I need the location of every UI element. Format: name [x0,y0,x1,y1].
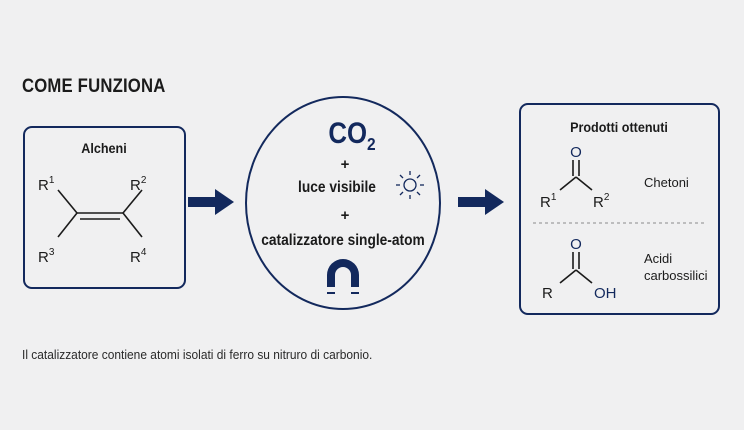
light-label: luce visibile [298,178,376,196]
products-heading: Prodotti ottenuti [570,119,668,135]
ketone-r1: R1 [540,192,557,211]
acid-name-line1: Acidi [644,251,672,266]
footnote: Il catalizzatore contiene atomi isolati … [22,347,373,362]
substituent-r4: R4 [130,247,147,266]
conditions-panel: CO2 + luce visibile + catalizzatore sing… [245,96,441,310]
substituent-r1: R1 [38,175,55,194]
co2-label: CO2 [328,116,375,154]
arrow-right-icon [458,189,504,215]
conditions-ellipse [245,96,441,310]
ketone-r2: R2 [593,192,610,211]
acid-r: R [542,285,553,302]
reactants-box [23,126,186,289]
acid-oh: OH [594,285,617,302]
reactants-heading: Alcheni [81,140,126,156]
products-panel: Prodotti ottenuti O R1 R2 Chetoni O R OH… [519,103,720,315]
arrow-right-icon [188,189,234,215]
plus-sign-1: + [341,156,350,173]
page-title: COME FUNZIONA [22,76,166,97]
products-box [519,103,720,315]
substituent-r2: R2 [130,175,147,194]
ketone-structure [559,160,593,191]
sun-icon [396,171,424,199]
ketone-name: Chetoni [644,175,689,190]
alkene-structure [57,189,143,238]
catalyst-label: catalizzatore single-atom [261,231,424,249]
reactants-panel: Alcheni R1 R2 R3 R4 [23,126,186,289]
acid-structure [559,252,593,284]
plus-sign-2: + [341,207,350,224]
acid-name-line2: carbossilici [644,268,708,283]
ketone-oxygen: O [570,144,582,161]
substituent-r3: R3 [38,247,55,266]
acid-oxygen: O [570,236,582,253]
magnet-icon [327,259,359,294]
